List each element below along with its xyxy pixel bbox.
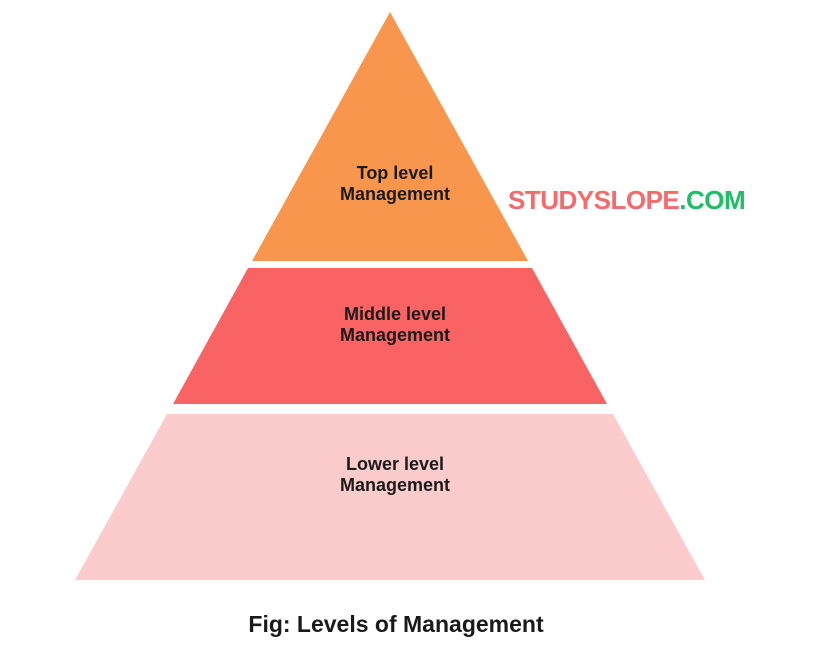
watermark-primary: STUDYSLOPE	[508, 185, 680, 215]
watermark: STUDYSLOPE.COM	[508, 185, 746, 216]
figure-caption: Fig: Levels of Management	[248, 611, 544, 637]
pyramid-top-segment	[252, 12, 528, 261]
watermark-suffix: .COM	[679, 185, 746, 215]
middle-level-label: Middle level Management	[339, 304, 451, 345]
lower-level-label: Lower level Management	[339, 454, 451, 495]
top-level-label: Top level Management	[339, 163, 451, 204]
pyramid-middle-segment	[173, 268, 607, 404]
pyramid-lower-segment	[75, 414, 705, 580]
